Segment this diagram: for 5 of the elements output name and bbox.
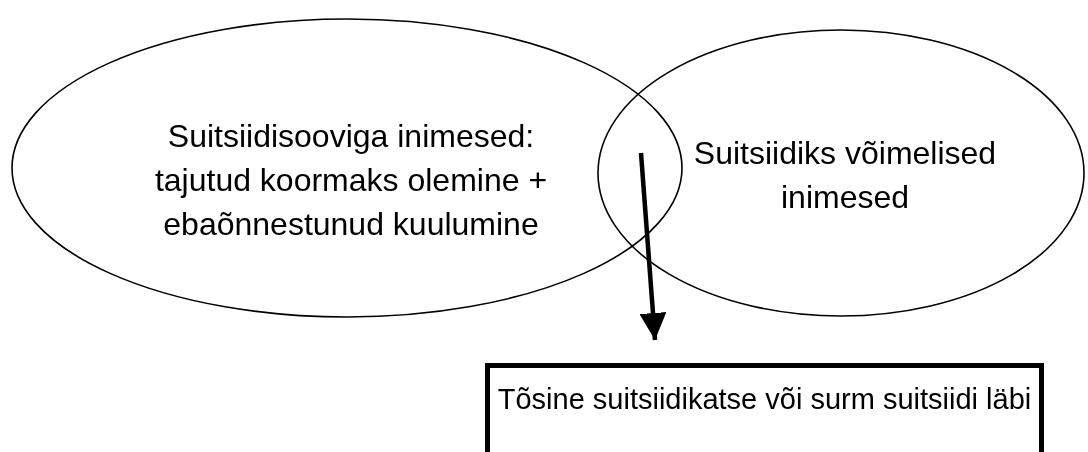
- outcome-label: Tõsine suitsiidikatse või surm suitsiidi läbi: [497, 382, 1032, 417]
- set-label: Suitsiidisooviga inimesed: tajutud koormaks olemine + ebaõnnestunud kuulumine: [153, 117, 549, 244]
- set-label: Suitsiidiks võimelised inimesed: [692, 134, 998, 217]
- outcome-box: [485, 363, 1044, 452]
- arrow: [638, 152, 667, 341]
